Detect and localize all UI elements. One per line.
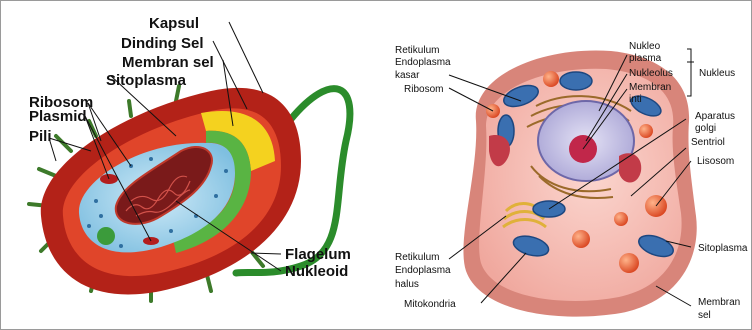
label-re-kasar-2: Endoplasma xyxy=(395,57,451,68)
smooth-er xyxy=(619,153,641,182)
label-flagelum: Flagelum xyxy=(285,246,351,263)
label-nukleoplasma-2: plasma xyxy=(629,53,662,64)
label-membran-sel-2: sel xyxy=(698,310,711,321)
animal-cell: Retikulum Endoplasma kasar Ribosom Nukle… xyxy=(395,41,748,321)
label-re-kasar-3: kasar xyxy=(395,70,420,81)
label-aparatus-1: Aparatus xyxy=(695,111,735,122)
label-lisosom: Lisosom xyxy=(697,156,734,167)
label-pili: Pili xyxy=(29,128,52,145)
label-re-halus-2: Endoplasma xyxy=(395,265,451,276)
bacteria-cell: Kapsul Dinding Sel Membran sel Sitoplasm… xyxy=(29,15,351,301)
label-nukleus: Nukleus xyxy=(699,68,735,79)
label-membran-sel-1: Membran xyxy=(698,297,740,308)
label-membran-sel: Membran sel xyxy=(122,54,214,71)
label-membran-inti-2: inti xyxy=(629,94,642,105)
label-kapsul: Kapsul xyxy=(149,15,199,32)
label-sitoplasma: Sitoplasma xyxy=(106,72,187,89)
label-plasmid: Plasmid xyxy=(29,108,87,125)
label-nukleolus: Nukleolus xyxy=(629,68,673,79)
label-sitoplasma-right: Sitoplasma xyxy=(698,243,748,254)
label-membran-inti-1: Membran xyxy=(629,82,671,93)
label-ribosom-right: Ribosom xyxy=(404,84,443,95)
label-nukleoplasma-1: Nukleo xyxy=(629,41,661,52)
label-nukleoid: Nukleoid xyxy=(285,263,348,280)
ribosome xyxy=(97,227,115,245)
label-sentriol: Sentriol xyxy=(691,137,725,148)
label-re-kasar-1: Retikulum xyxy=(395,45,439,56)
label-re-halus-3: halus xyxy=(395,279,419,290)
label-re-halus-1: Retikulum xyxy=(395,252,439,263)
label-mitokondria: Mitokondria xyxy=(404,299,456,310)
label-aparatus-2: golgi xyxy=(695,123,716,134)
label-dinding-sel: Dinding Sel xyxy=(121,35,204,52)
